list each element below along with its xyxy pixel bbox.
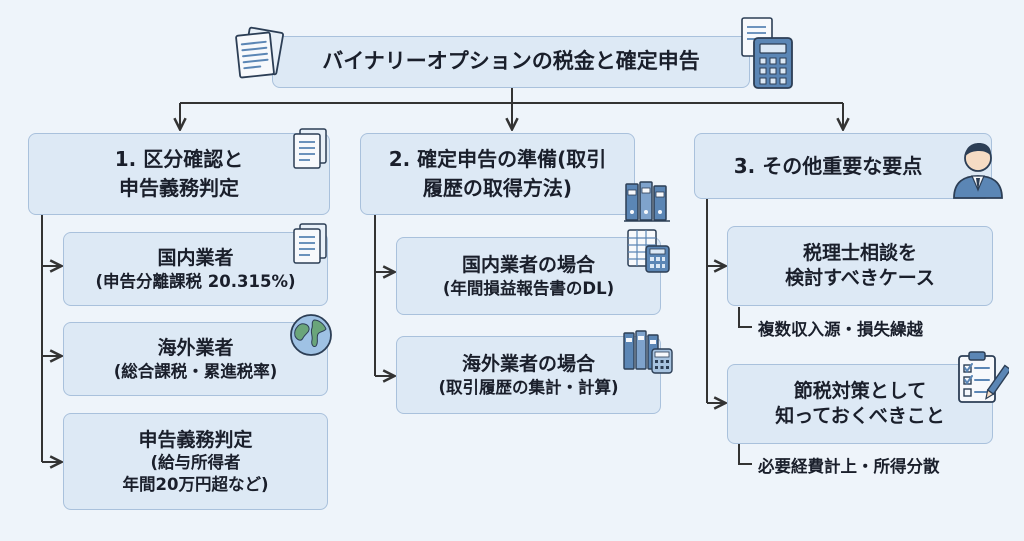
spreadsheet-calculator-icon <box>627 229 670 273</box>
businessman-icon <box>953 143 1003 199</box>
column1-item-domestic: 国内業者 (申告分離課税 20.315%) <box>63 232 328 306</box>
document-icon <box>293 128 327 169</box>
column3-item-tax-saving: 節税対策として 知っておくべきこと <box>727 364 993 444</box>
note-elbow-connector <box>738 444 752 465</box>
binders-icon <box>624 181 670 222</box>
binders-calculator-icon <box>623 330 673 374</box>
column3-note-tax-accountant: 複数収入源・損失繰越 <box>730 307 923 340</box>
column2-item-domestic: 国内業者の場合 (年間損益報告書のDL) <box>396 237 661 315</box>
column2-heading: 2. 確定申告の準備(取引 履歴の取得方法) <box>360 133 635 215</box>
diagram-title: バイナリーオプションの税金と確定申告 <box>272 36 750 88</box>
globe-icon <box>290 314 332 356</box>
documents-icon <box>235 26 284 79</box>
column3-item-tax-accountant: 税理士相談を 検討すべきケース <box>727 226 993 306</box>
column1-heading: 1. 区分確認と 申告義務判定 <box>28 133 330 215</box>
column3-note-tax-saving: 必要経費計上・所得分散 <box>730 444 940 477</box>
column3-heading: 3. その他重要な要点 <box>694 133 992 199</box>
column2-item-overseas: 海外業者の場合 (取引履歴の集計・計算) <box>396 336 661 414</box>
document-icon <box>293 223 327 264</box>
column1-item-overseas: 海外業者 (総合課税・累進税率) <box>63 322 328 396</box>
column1-item-filing-obligation: 申告義務判定 (給与所得者 年間20万円超など) <box>63 413 328 510</box>
calculator-icon <box>741 17 793 89</box>
checklist-icon <box>958 351 1009 403</box>
note-elbow-connector <box>738 307 752 328</box>
